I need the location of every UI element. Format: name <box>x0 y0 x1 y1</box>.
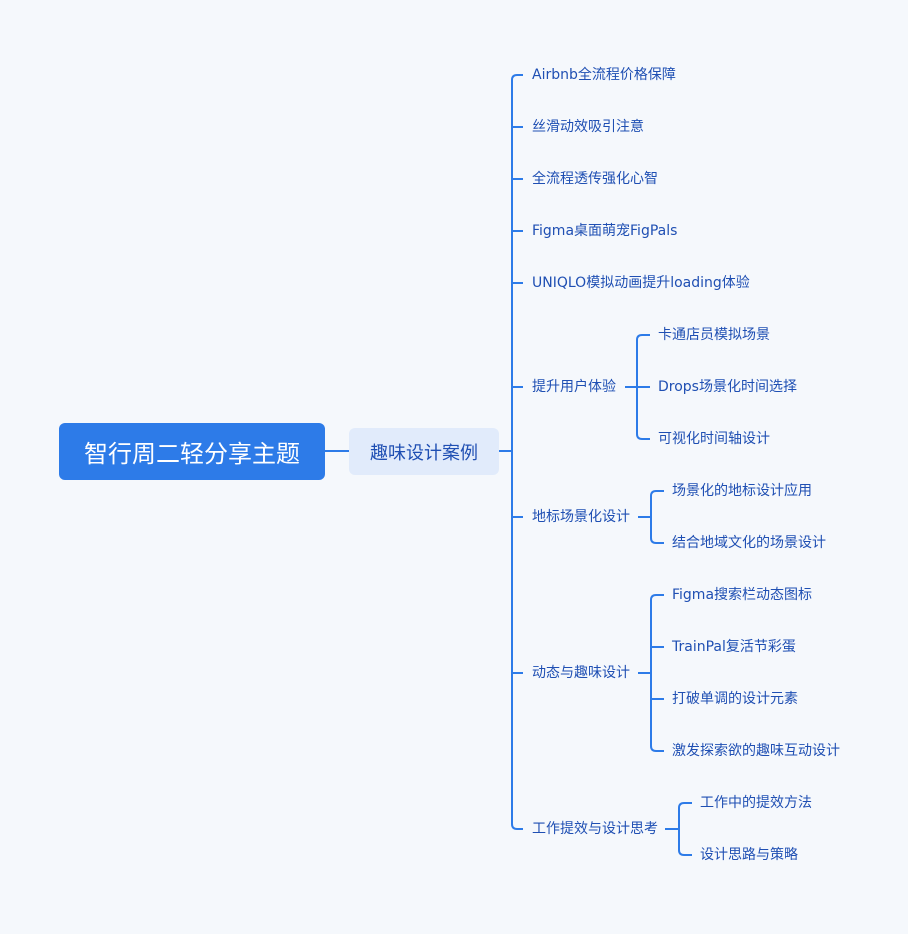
subbranch-explore-interaction[interactable]: 激发探索欲的趣味互动设计 <box>672 743 840 759</box>
subbranch-timeline[interactable]: 可视化时间轴设计 <box>658 431 770 447</box>
branch-uniqlo[interactable]: UNIQLO模拟动画提升loading体验 <box>532 275 750 291</box>
subbranch-work-efficiency[interactable]: 工作中的提效方法 <box>700 795 812 811</box>
subbranch-regional-culture[interactable]: 结合地域文化的场景设计 <box>672 535 826 551</box>
subbranch-landmark-apply[interactable]: 场景化的地标设计应用 <box>672 483 812 499</box>
branch-user-experience[interactable]: 提升用户体验 <box>532 379 616 395</box>
subbranch-figma-search-icon[interactable]: Figma搜索栏动态图标 <box>672 587 813 603</box>
connector-group-2 <box>638 490 664 544</box>
connector-branch-ticks <box>512 126 523 674</box>
branch-figpals[interactable]: Figma桌面萌宠FigPals <box>532 223 678 239</box>
subbranch-design-strategy[interactable]: 设计思路与策略 <box>700 847 798 863</box>
branch-mindset[interactable]: 全流程透传强化心智 <box>532 171 658 187</box>
main-topic[interactable]: 趣味设计案例 <box>349 428 499 475</box>
root-topic[interactable]: 智行周二轻分享主题 <box>59 423 325 480</box>
subbranch-trainpal-easter[interactable]: TrainPal复活节彩蛋 <box>672 639 796 655</box>
branch-landmark[interactable]: 地标场景化设计 <box>532 509 630 525</box>
connector-group-1 <box>625 334 650 440</box>
branch-animation[interactable]: 丝滑动效吸引注意 <box>532 119 644 135</box>
connector-group-4 <box>665 802 692 856</box>
subbranch-break-monotony[interactable]: 打破单调的设计元素 <box>672 691 798 707</box>
subbranch-drops-time[interactable]: Drops场景化时间选择 <box>658 379 797 395</box>
connector-group-3 <box>638 594 664 752</box>
branch-airbnb[interactable]: Airbnb全流程价格保障 <box>532 67 676 83</box>
branch-efficiency[interactable]: 工作提效与设计思考 <box>532 821 658 837</box>
subbranch-cartoon-clerk[interactable]: 卡通店员模拟场景 <box>658 327 770 343</box>
branch-dynamic[interactable]: 动态与趣味设计 <box>532 665 630 681</box>
connector-spine <box>511 74 523 830</box>
